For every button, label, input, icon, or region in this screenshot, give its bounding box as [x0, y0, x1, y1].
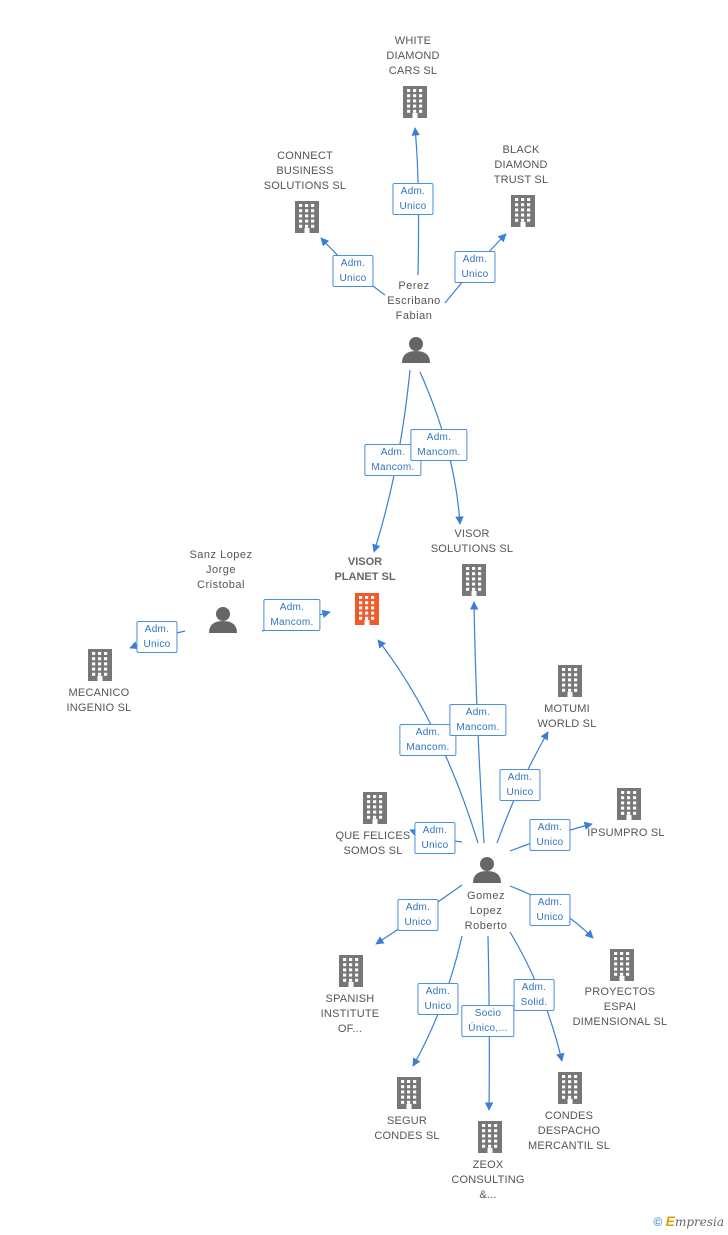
node-label-que_felices[interactable]: QUE FELICES SOMOS SL [335, 830, 411, 857]
building-icon-motumi[interactable] [558, 665, 582, 697]
brand-initial: E [665, 1213, 675, 1229]
node-label-white_diamond[interactable]: WHITE DIAMOND CARS SL [386, 35, 440, 77]
building-icon-que_felices[interactable] [363, 792, 387, 824]
building-icon-zeox[interactable] [478, 1121, 502, 1153]
edge-label-perez-to-visor_solutions[interactable]: Adm. Mancom. [410, 429, 468, 461]
node-label-connect_business[interactable]: CONNECT BUSINESS SOLUTIONS SL [263, 150, 347, 192]
node-label-condes[interactable]: CONDES DESPACHO MERCANTIL SL [527, 1110, 611, 1152]
copyright-symbol: © [653, 1215, 663, 1229]
node-label-zeox[interactable]: ZEOX CONSULTING &... [451, 1159, 525, 1201]
edge-label-perez-to-connect_business[interactable]: Adm. Unico [332, 255, 374, 287]
building-icon-white_diamond[interactable] [403, 86, 427, 118]
building-icon-segur[interactable] [397, 1077, 421, 1109]
building-icon-ipsumpro[interactable] [617, 788, 641, 820]
building-icon-spanish[interactable] [339, 955, 363, 987]
edge-label-sanz_lopez-to-mecanico[interactable]: Adm. Unico [136, 621, 178, 653]
edge-label-gomez-to-spanish[interactable]: Adm. Unico [397, 899, 439, 931]
edge-label-gomez-to-visor_planet[interactable]: Adm. Mancom. [399, 724, 457, 756]
edge-label-sanz_lopez-to-visor_planet[interactable]: Adm. Mancom. [263, 599, 321, 631]
edge-label-perez-to-white_diamond[interactable]: Adm. Unico [392, 183, 434, 215]
node-label-perez[interactable]: Perez Escribano Fabian [387, 280, 441, 322]
building-icon-condes[interactable] [558, 1072, 582, 1104]
edge-label-perez-to-black_diamond[interactable]: Adm. Unico [454, 251, 496, 283]
edge-label-gomez-to-segur[interactable]: Adm. Unico [417, 983, 459, 1015]
edge-label-gomez-to-motumi[interactable]: Adm. Unico [499, 769, 541, 801]
building-icon-black_diamond[interactable] [511, 195, 535, 227]
brand-footer: © Empresia [653, 1213, 724, 1229]
edge-label-gomez-to-condes[interactable]: Adm. Solid. [513, 979, 555, 1011]
node-label-visor_solutions[interactable]: VISOR SOLUTIONS SL [430, 528, 514, 555]
node-label-motumi[interactable]: MOTUMI WORLD SL [537, 703, 597, 730]
building-icon-visor_solutions[interactable] [462, 564, 486, 596]
edge-label-gomez-to-proyectos[interactable]: Adm. Unico [529, 894, 571, 926]
building-icon-visor_planet[interactable] [355, 593, 379, 625]
node-label-mecanico[interactable]: MECANICO INGENIO SL [66, 687, 132, 714]
building-icon-mecanico[interactable] [88, 649, 112, 681]
edge-label-gomez-to-visor_solutions[interactable]: Adm. Mancom. [449, 704, 507, 736]
edge-label-gomez-to-ipsumpro[interactable]: Adm. Unico [529, 819, 571, 851]
node-label-ipsumpro[interactable]: IPSUMPRO SL [587, 827, 665, 839]
building-icon-proyectos[interactable] [610, 949, 634, 981]
edge-label-gomez-to-zeox[interactable]: Socio Único,... [461, 1005, 515, 1037]
node-label-black_diamond[interactable]: BLACK DIAMOND TRUST SL [493, 144, 549, 186]
person-icon-perez[interactable] [402, 337, 430, 363]
node-label-proyectos[interactable]: PROYECTOS ESPAI DIMENSIONAL SL [572, 986, 668, 1028]
edge-label-gomez-to-que_felices[interactable]: Adm. Unico [414, 822, 456, 854]
brand-name: mpresia [674, 1215, 724, 1229]
node-label-visor_planet[interactable]: VISOR PLANET SL [334, 556, 396, 583]
building-icon-connect_business[interactable] [295, 201, 319, 233]
node-label-sanz_lopez[interactable]: Sanz Lopez Jorge Cristobal [189, 549, 253, 591]
person-icon-gomez[interactable] [473, 857, 501, 883]
node-label-segur[interactable]: SEGUR CONDES SL [374, 1115, 440, 1142]
person-icon-sanz_lopez[interactable] [209, 607, 237, 633]
node-label-spanish[interactable]: SPANISH INSTITUTE OF... [320, 993, 380, 1035]
node-label-gomez[interactable]: Gomez Lopez Roberto [464, 890, 508, 932]
